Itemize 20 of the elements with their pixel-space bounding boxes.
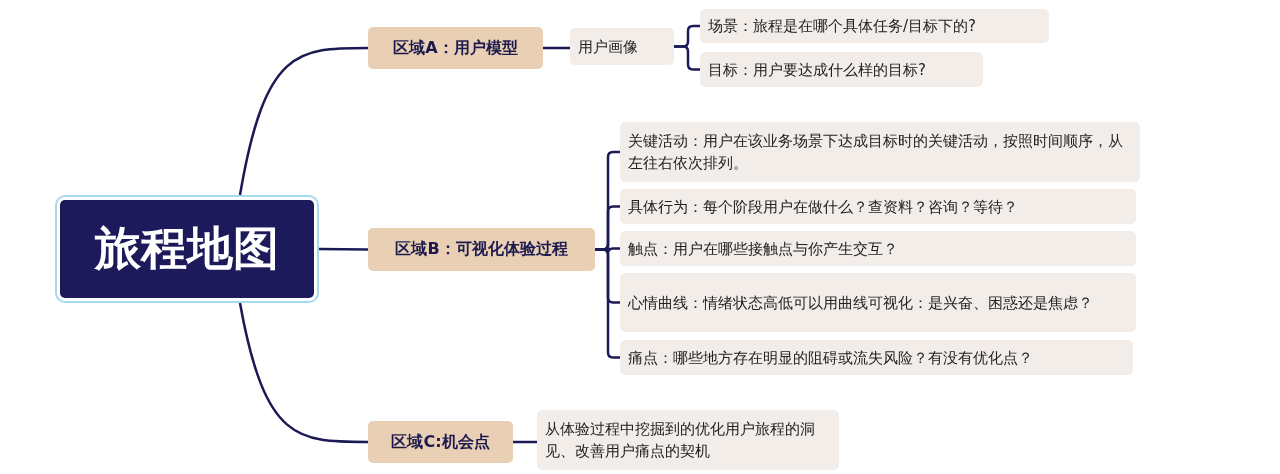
- topic-box: 触点：用户在哪些接触点与你产生交互？: [620, 231, 1136, 266]
- connector-line: [238, 46, 368, 196]
- connector-line: [595, 248, 620, 359]
- connector-line: [238, 302, 368, 444]
- title-box: 旅程地图: [55, 195, 319, 303]
- topic-box: 目标：用户要达成什么样的目标?: [700, 52, 983, 87]
- connector-line: [543, 46, 570, 50]
- topic-box: 痛点：哪些地方存在明显的阻碍或流失风险？有没有优化点？: [620, 340, 1133, 375]
- connector-line: [513, 440, 537, 444]
- topic-box: 关键活动：用户在该业务场景下达成目标时的关键活动，按照时间顺序，从左往右依次排列。: [620, 122, 1140, 182]
- branch-box: 区域C:机会点: [368, 421, 513, 463]
- topic-box: 具体行为：每个阶段用户在做什么？查资料？咨询？等待？: [620, 189, 1136, 224]
- connector-line: [319, 247, 368, 251]
- branch-box: 区域A：用户模型: [368, 27, 543, 69]
- branch-box: 区域B：可视化体验过程: [368, 228, 595, 271]
- topic-box: 从体验过程中挖掘到的优化用户旅程的洞见、改善用户痛点的契机: [537, 410, 839, 470]
- topic-box: 用户画像: [570, 28, 674, 65]
- topic-box: 心情曲线：情绪状态高低可以用曲线可视化：是兴奋、困惑还是焦虑？: [620, 273, 1136, 332]
- connector-line: [674, 45, 700, 71]
- topic-box: 场景：旅程是在哪个具体任务/目标下的?: [700, 9, 1049, 43]
